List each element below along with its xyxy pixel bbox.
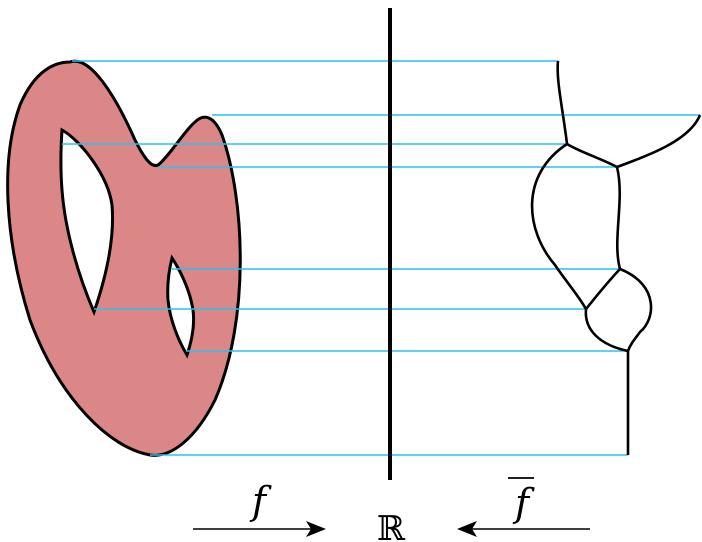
surface [8, 61, 241, 455]
label-f: f [249, 479, 272, 523]
reeb-edge-top-left [558, 61, 567, 144]
reeb-edge-top-right [617, 115, 700, 167]
arrow-f [193, 521, 326, 537]
label-reals: ℝ [377, 509, 406, 542]
reeb-edge-small-loop-left [586, 309, 628, 351]
reeb-edge-small-loop-right [620, 269, 651, 351]
label-f-bar: f [512, 481, 535, 525]
reeb-edge-mid-diagonal [586, 269, 620, 309]
reeb-edge-right-upper [617, 167, 620, 269]
reeb-edge-left-loop [532, 144, 586, 309]
reeb-graph [532, 61, 700, 455]
reeb-edge-saddle-upper [567, 144, 617, 167]
